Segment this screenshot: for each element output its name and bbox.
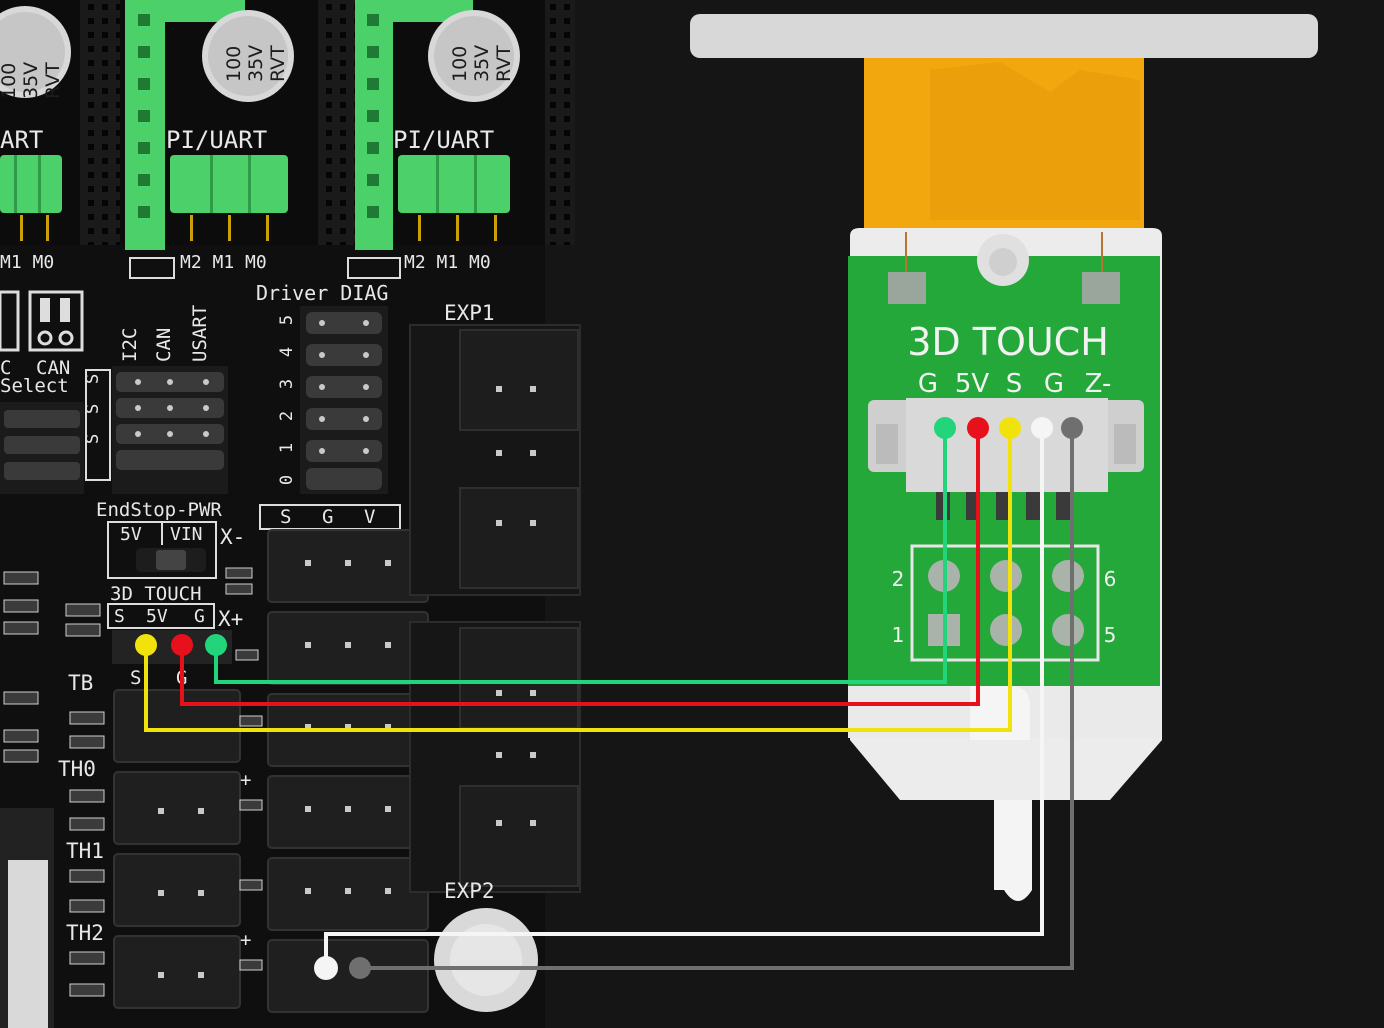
- diag-jumpers: [300, 306, 388, 494]
- endstop-pwr-label: EndStop-PWR: [96, 499, 222, 521]
- 3d-touch-board-label: 3D_TOUCH: [110, 583, 202, 605]
- th1-label: TH1: [66, 839, 104, 863]
- svg-text:100: 100: [449, 46, 471, 82]
- wire-yellow: [144, 428, 1012, 732]
- svg-text:G: G: [1044, 369, 1064, 399]
- svg-text:35V: 35V: [20, 62, 42, 99]
- svg-text:RVT: RVT: [493, 45, 515, 82]
- svg-text:Z-: Z-: [1085, 369, 1112, 399]
- svg-text:2: 2: [277, 411, 297, 421]
- svg-text:G: G: [918, 369, 938, 399]
- solder-pad: [1082, 272, 1120, 304]
- svg-text:0: 0: [277, 475, 297, 485]
- uart-label: PI/UART: [166, 126, 267, 154]
- diag-numbers: 5 4 3 2 1 0: [277, 315, 297, 485]
- svg-text:100: 100: [0, 63, 20, 99]
- mainboard: 100 35V RVT 100 35V RVT 100 35V RVT ART …: [0, 0, 581, 1028]
- solder-pad: [888, 272, 926, 304]
- svg-text:2: 2: [892, 567, 905, 591]
- exp1-label: EXP1: [444, 301, 495, 325]
- th0-label: TH0: [58, 757, 96, 781]
- svg-text:3: 3: [277, 379, 297, 389]
- tb-label: TB: [68, 671, 93, 695]
- comm-select: I2C CAN USART: [112, 305, 228, 494]
- svg-text:4: 4: [277, 347, 297, 357]
- wire-dots: [135, 417, 1083, 980]
- capacitor: 100 35V RVT: [428, 10, 520, 102]
- exp2-label: EXP2: [444, 879, 495, 903]
- svg-text:1: 1: [892, 623, 905, 647]
- svg-text:I2C: I2C: [119, 328, 141, 362]
- microstep-label: M1 M0: [0, 252, 54, 273]
- wire-gray: [360, 428, 1074, 970]
- probe-six-pin-header: 2 6 1 5: [892, 544, 1117, 662]
- svg-text:5V: 5V: [120, 524, 142, 545]
- svg-text:V: V: [364, 506, 375, 528]
- plus-label: +: [240, 929, 251, 951]
- svg-text:35V: 35V: [245, 45, 267, 82]
- plus-label: +: [240, 769, 251, 791]
- smd-components: [3, 567, 263, 997]
- svg-text:100: 100: [223, 46, 245, 82]
- svg-text:5: 5: [277, 315, 297, 325]
- mounting-standoff: [434, 908, 538, 1012]
- wire-red: [180, 428, 980, 706]
- svg-text:S: S: [114, 606, 125, 627]
- tb-pin-label: S: [130, 667, 141, 689]
- svg-text:RVT: RVT: [267, 45, 289, 82]
- svg-text:5V: 5V: [146, 606, 168, 627]
- svg-text:S: S: [83, 404, 103, 414]
- svg-text:35V: 35V: [471, 45, 493, 82]
- svg-text:RVT: RVT: [42, 62, 64, 99]
- svg-text:5: 5: [1104, 623, 1117, 647]
- driver-header: [80, 0, 120, 245]
- svg-text:S: S: [1006, 369, 1023, 399]
- driver-header: [318, 0, 356, 245]
- driver-section: 100 35V RVT 100 35V RVT 100 35V RVT ART …: [0, 0, 575, 279]
- svg-text:CAN: CAN: [36, 357, 70, 379]
- uart-label: PI/UART: [393, 126, 494, 154]
- probe-pin: [994, 800, 1032, 901]
- th2-label: TH2: [66, 921, 104, 945]
- uart-label: ART: [0, 126, 43, 154]
- capacitor: 100 35V RVT: [0, 6, 71, 99]
- probe-mount-plate: [690, 14, 1318, 58]
- wires: [144, 428, 1074, 970]
- 3d-touch-probe: 3D TOUCH G 5V S G Z- 2 6: [690, 14, 1318, 901]
- thermistor-connectors: [113, 689, 241, 1009]
- x-minus-label: X-: [220, 525, 245, 549]
- x-plus-label: X+: [218, 607, 243, 631]
- svg-text:S: S: [83, 434, 103, 444]
- svg-text:S: S: [83, 374, 103, 384]
- exp1-header: [409, 324, 581, 596]
- capacitor: 100 35V RVT: [202, 10, 294, 102]
- wire-white: [324, 428, 1044, 968]
- sss-labels: S S S: [83, 369, 111, 481]
- svg-text:G: G: [322, 506, 333, 528]
- svg-text:6: 6: [1104, 567, 1117, 591]
- driver-diag-label: Driver DIAG: [256, 281, 388, 305]
- svg-text:CAN: CAN: [153, 328, 175, 362]
- exp2-header: [409, 621, 581, 893]
- svg-text:5V: 5V: [955, 369, 990, 399]
- microstep-label: M2 M1 M0: [180, 252, 267, 273]
- svg-text:C: C: [0, 357, 11, 379]
- wire-green: [214, 428, 947, 684]
- can-select: C CAN Select: [0, 290, 84, 397]
- svg-text:VIN: VIN: [170, 524, 203, 545]
- probe-pin-labels: G 5V S G Z-: [918, 369, 1111, 399]
- probe-title: 3D TOUCH: [907, 320, 1109, 364]
- svg-text:1: 1: [277, 443, 297, 453]
- driver-header: [545, 0, 575, 245]
- svg-text:Select: Select: [0, 375, 69, 397]
- svg-text:S: S: [280, 506, 291, 528]
- svg-text:USART: USART: [189, 305, 211, 362]
- microstep-label: M2 M1 M0: [404, 252, 491, 273]
- endstop-pwr-jumper: 5V VIN: [107, 521, 217, 579]
- svg-text:G: G: [194, 606, 205, 627]
